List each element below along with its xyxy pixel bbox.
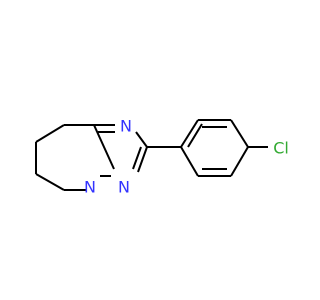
piperidine-ring [35,124,115,191]
bond [35,173,65,191]
molecule-drawing: N N N Cl [35,117,289,197]
atom-label-n2: N [84,178,96,197]
bond [132,146,142,170]
bond [230,119,249,148]
bond [230,146,249,177]
atom-label-cl: Cl [273,139,289,158]
bond [180,119,199,148]
structure-canvas: N N N Cl [35,117,289,197]
benzene-ring [180,119,249,177]
bond [187,123,203,148]
bond [35,124,65,143]
atom-label-n3: N [118,178,130,197]
bond [137,146,148,173]
atom-label-n1: N [120,117,132,136]
bond [180,146,199,177]
triazole-ring [94,124,148,177]
bond [93,124,115,170]
bond [135,131,148,148]
